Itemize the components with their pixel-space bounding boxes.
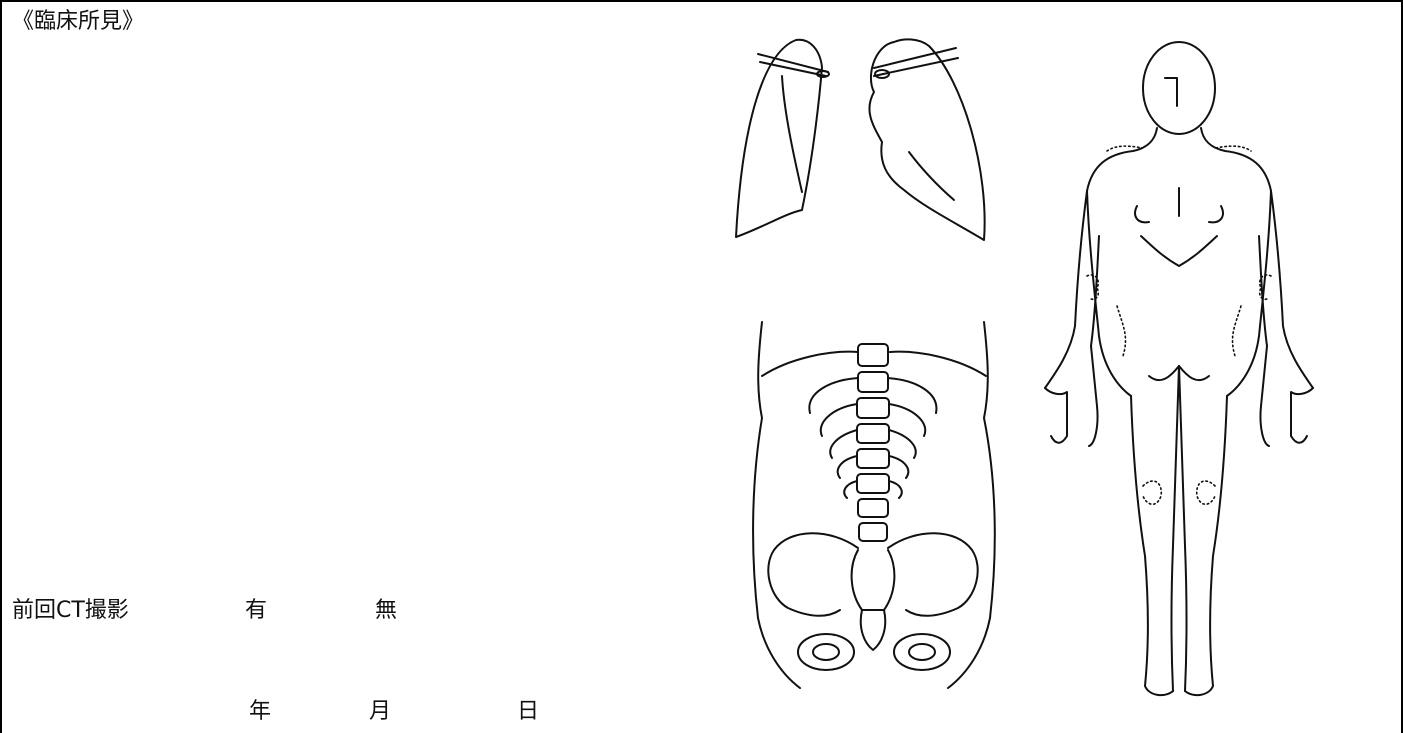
abdomen-spine-pelvis-diagram[interactable] — [740, 318, 1008, 690]
full-body-diagram[interactable] — [1037, 36, 1322, 708]
date-month-unit: 月 — [369, 700, 391, 724]
previous-ct-no-option[interactable]: 無 — [375, 599, 397, 623]
previous-ct-label: 前回CT撮影 — [12, 599, 129, 623]
date-year-unit: 年 — [249, 700, 271, 724]
previous-ct-yes-option[interactable]: 有 — [245, 599, 267, 623]
clinical-findings-title: 《臨床所見》 — [12, 10, 144, 34]
lungs-diagram[interactable] — [724, 32, 999, 252]
date-day-unit: 日 — [517, 700, 539, 724]
